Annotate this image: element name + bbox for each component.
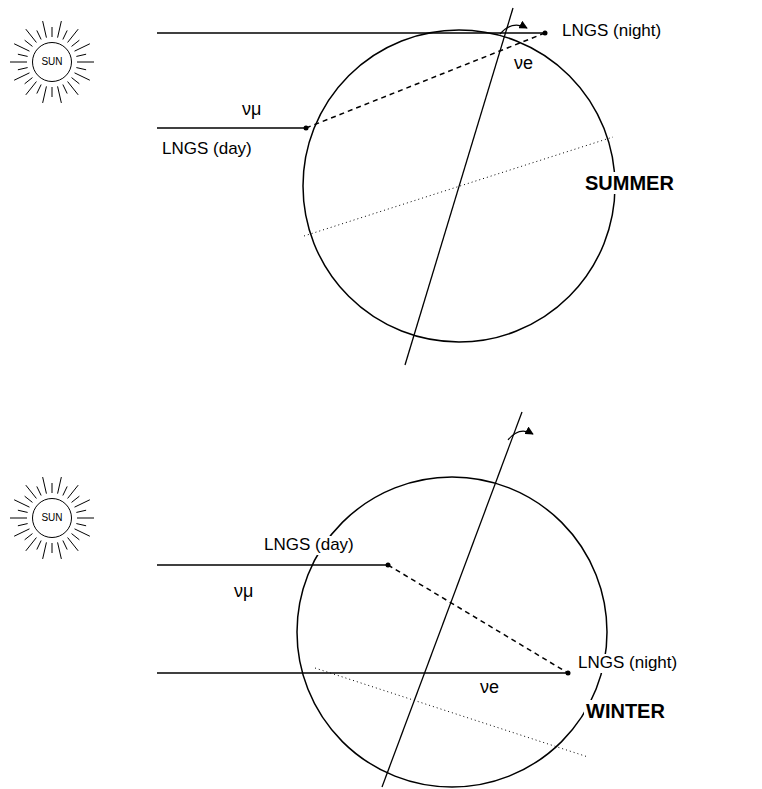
sun-ray — [10, 518, 27, 519]
sun-ray — [68, 29, 79, 42]
sun-ray — [37, 30, 41, 39]
season-label: SUMMER — [583, 172, 676, 194]
sun-ray — [26, 29, 37, 42]
sun-ray — [68, 485, 79, 498]
sun-ray — [77, 62, 94, 63]
sun-ray — [75, 44, 90, 51]
sun-ray — [52, 87, 53, 97]
sun-ray — [37, 541, 41, 550]
sun-label: SUN — [41, 57, 62, 67]
sun-ray — [18, 510, 28, 512]
sun-ray — [43, 21, 47, 38]
neutrino-ray — [157, 32, 545, 33]
sun-ray — [76, 54, 86, 56]
site-dot — [304, 126, 309, 131]
equator — [304, 137, 613, 236]
sun-ray — [75, 500, 90, 507]
sun-ray — [18, 524, 28, 526]
neutrino-label: νe — [478, 678, 501, 698]
sun-ray — [72, 40, 80, 46]
sun-ray — [58, 86, 62, 103]
neutrino-ray — [157, 672, 568, 673]
earth-circle — [297, 477, 607, 787]
sun-symbol: SUN — [32, 498, 72, 538]
sun-ray — [14, 500, 29, 507]
sun-rays — [10, 477, 94, 559]
sun-ray — [75, 529, 90, 536]
earth-path — [388, 565, 568, 673]
sun-ray — [43, 86, 47, 103]
sun-ray — [68, 82, 79, 95]
site-dot — [543, 31, 548, 36]
sun-ray — [75, 73, 90, 80]
sun-ray — [76, 524, 86, 526]
sun-ray — [18, 54, 28, 56]
equator — [315, 668, 588, 757]
sun-ray — [77, 518, 94, 519]
neutrino-label: νμ — [232, 582, 255, 602]
sun-ray — [25, 496, 33, 502]
sun-ray — [43, 477, 47, 494]
sun-ray — [63, 85, 67, 94]
season-label: WINTER — [584, 700, 667, 722]
sun-ray — [52, 543, 53, 553]
sun-ray — [72, 496, 80, 502]
sun-ray — [63, 541, 67, 550]
sun-ray — [10, 62, 27, 63]
sun-label: SUN — [41, 513, 62, 523]
site-dot — [566, 671, 571, 676]
sun-ray — [25, 78, 33, 84]
sun-ray — [37, 486, 41, 495]
sun-ray — [72, 534, 80, 540]
sun-ray — [25, 40, 33, 46]
site-label: LNGS (night) — [560, 22, 663, 41]
sun-ray — [63, 30, 67, 39]
sun-ray — [37, 85, 41, 94]
neutrino-label: νμ — [240, 100, 263, 120]
sun-ray — [26, 485, 37, 498]
earth-axis — [405, 8, 513, 365]
neutrino-ray — [157, 127, 306, 128]
sun-ray — [18, 68, 28, 70]
sun-ray — [52, 27, 53, 37]
site-dot — [386, 563, 391, 568]
sun-ray — [72, 78, 80, 84]
sun-ray — [26, 82, 37, 95]
sun-rays — [10, 21, 94, 103]
sun-ray — [14, 44, 29, 51]
earth-path — [306, 33, 545, 128]
rotation-arrow — [508, 431, 533, 440]
sun-symbol: SUN — [32, 42, 72, 82]
sun-ray — [58, 477, 62, 494]
site-label: LNGS (night) — [576, 654, 679, 673]
sun-ray — [63, 486, 67, 495]
sun-ray — [58, 21, 62, 38]
sun-ray — [76, 68, 86, 70]
sun-ray — [26, 538, 37, 551]
site-label: LNGS (day) — [160, 140, 254, 159]
sun-ray — [76, 510, 86, 512]
earth-axis — [382, 412, 522, 787]
sun-ray — [14, 529, 29, 536]
sun-ray — [25, 534, 33, 540]
sun-ray — [43, 542, 47, 559]
sun-ray — [52, 483, 53, 493]
sun-ray — [68, 538, 79, 551]
neutrino-label: νe — [512, 54, 535, 74]
neutrino-ray — [157, 564, 388, 565]
site-label: LNGS (day) — [262, 536, 356, 555]
sun-ray — [58, 542, 62, 559]
sun-ray — [14, 73, 29, 80]
